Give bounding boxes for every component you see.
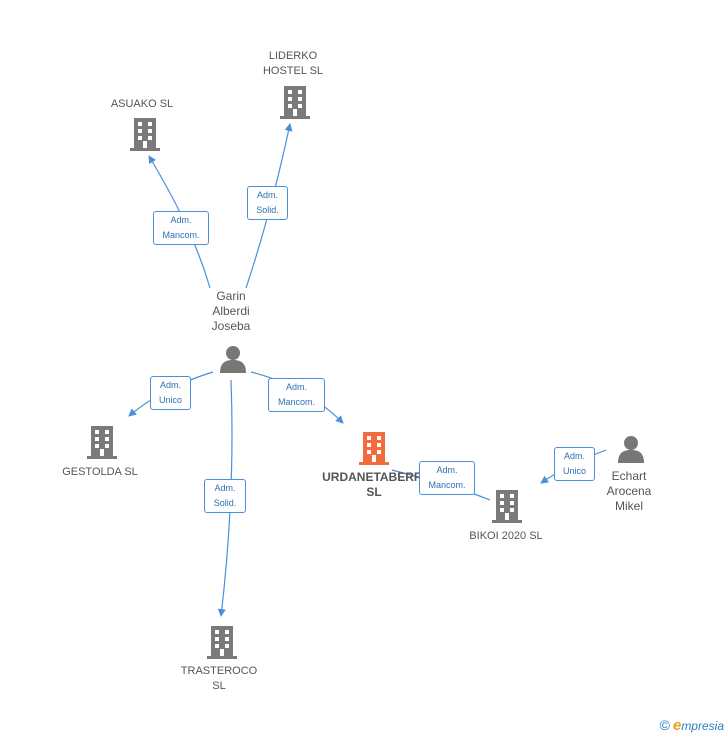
node-label-echart[interactable]: Echart Arocena Mikel xyxy=(606,469,652,513)
building-icon[interactable] xyxy=(280,86,310,119)
node-label-trasteroco[interactable]: TRASTEROCO SL xyxy=(180,665,258,692)
building-icon[interactable] xyxy=(359,432,389,465)
person-icon[interactable] xyxy=(618,436,644,463)
node-label-asuako[interactable]: ASUAKO SL xyxy=(110,98,174,110)
building-icon[interactable] xyxy=(207,626,237,659)
node-label-urdanetaberri[interactable]: URDANETABERRI SL xyxy=(322,470,426,499)
node-label-gestolda[interactable]: GESTOLDA SL xyxy=(62,466,138,478)
brand-logo-text: mpresia xyxy=(681,719,724,733)
edge-label-urdanetaberri-bikoi: Adm. Mancom. xyxy=(419,461,475,495)
node-label-bikoi[interactable]: BIKOI 2020 SL xyxy=(469,530,543,542)
footer-brand[interactable]: ©empresia xyxy=(660,717,724,734)
edge-label-garin-urdanetaberri: Adm. Mancom. xyxy=(268,378,325,412)
brand-logo-initial: e xyxy=(672,717,682,734)
building-icon[interactable] xyxy=(130,118,160,151)
edge-label-garin-gestolda: Adm. Unico xyxy=(150,376,191,410)
node-label-garin[interactable]: Garin Alberdi Joseba xyxy=(211,289,251,333)
edge-label-garin-trasteroco: Adm. Solid. xyxy=(204,479,246,513)
person-icon[interactable] xyxy=(220,346,246,373)
edge-label-garin-asuako: Adm. Mancom. xyxy=(153,211,209,245)
node-label-liderko[interactable]: LIDERKO HOSTEL SL xyxy=(262,50,324,77)
building-icon[interactable] xyxy=(492,490,522,523)
edge-label-garin-liderko: Adm. Solid. xyxy=(247,186,288,220)
edge-label-echart-bikoi: Adm. Unico xyxy=(554,447,595,481)
building-icon[interactable] xyxy=(87,426,117,459)
copyright-symbol: © xyxy=(659,717,670,733)
